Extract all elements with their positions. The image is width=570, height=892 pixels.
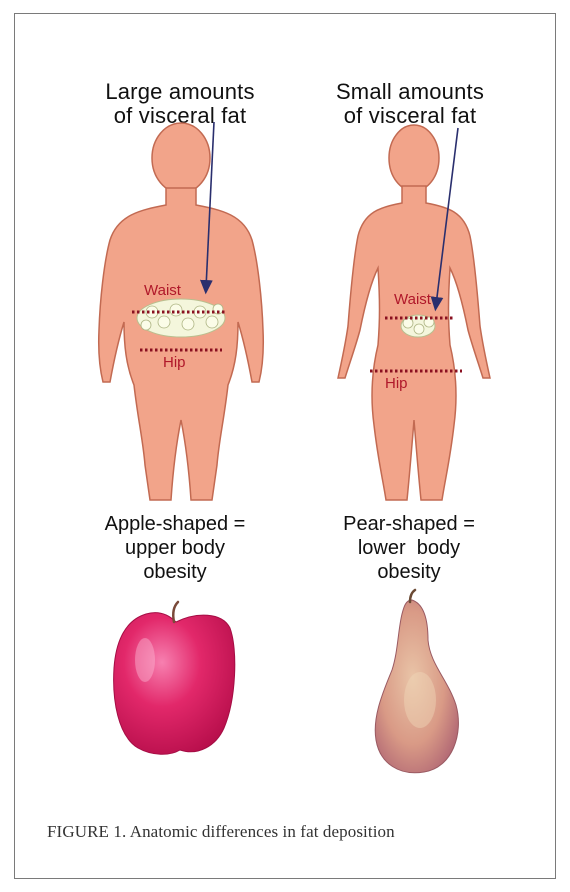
apple-visceral-fat [137,299,225,337]
pear-icon [375,590,458,773]
pear-shape-label: Pear-shaped = lower body obesity [304,512,514,584]
apple-shape-label: Apple-shaped = upper body obesity [70,512,280,584]
apple-waist-label: Waist [144,283,181,299]
pear-shape-line-3: obesity [304,560,514,584]
figure-caption: FIGURE 1. Anatomic differences in fat de… [47,822,395,842]
pear-body-silhouette [338,125,490,500]
pear-hip-label: Hip [385,376,408,392]
apple-shape-line-3: obesity [70,560,280,584]
pear-waist-label: Waist [394,292,431,308]
apple-icon [114,602,235,754]
pear-shape-line-2: lower body [304,536,514,560]
apple-shape-line-1: Apple-shaped = [70,512,280,536]
apple-shape-line-2: upper body [70,536,280,560]
apple-hip-label: Hip [163,355,186,371]
pear-shape-line-1: Pear-shaped = [304,512,514,536]
